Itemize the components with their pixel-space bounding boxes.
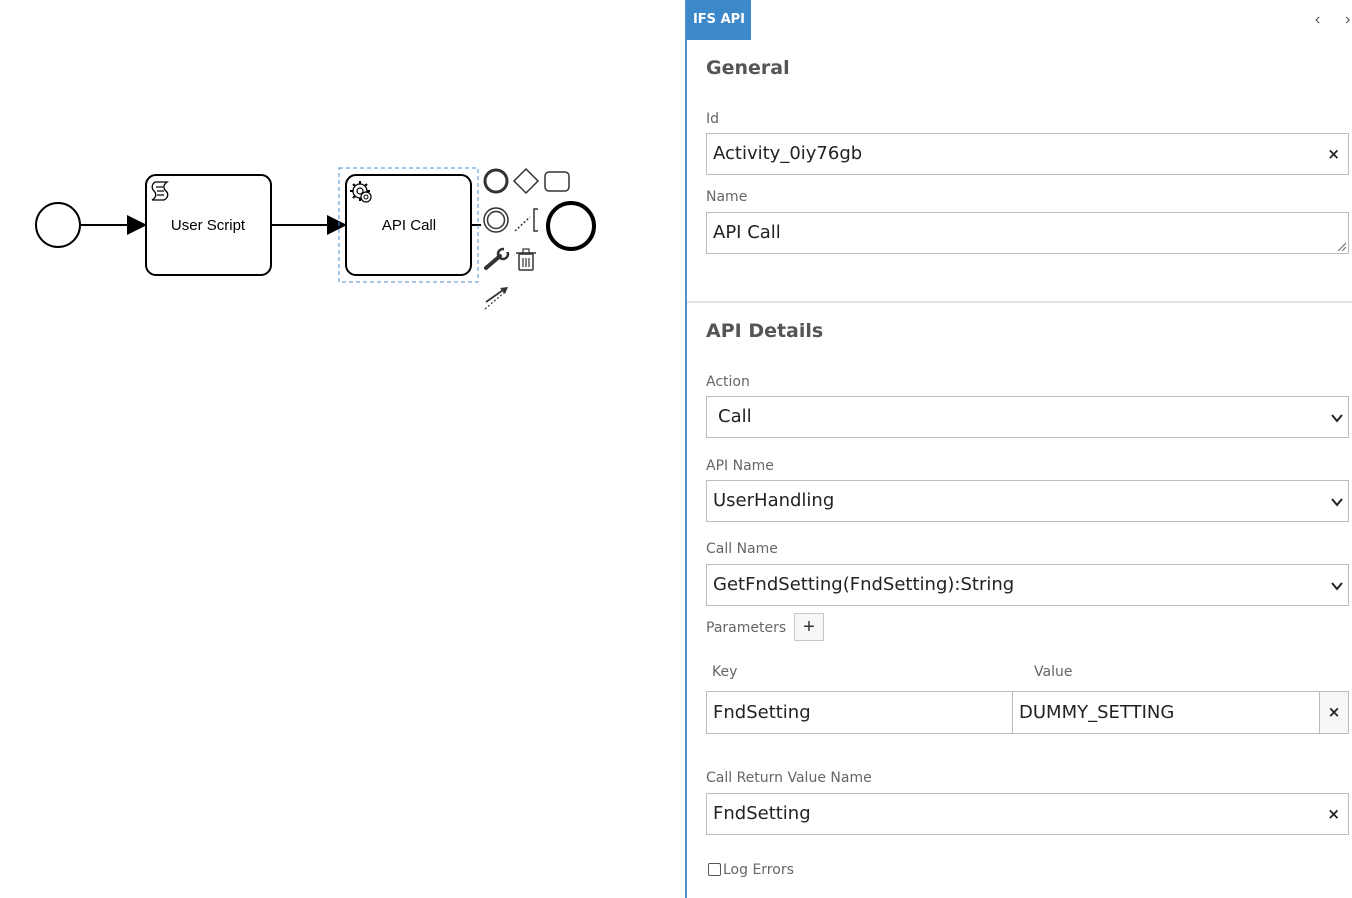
parameter-value-input[interactable]: DUMMY_SETTING: [1012, 691, 1320, 734]
chevron-down-icon: [1331, 498, 1343, 507]
log-errors-checkbox[interactable]: [708, 863, 721, 876]
trash-icon[interactable]: [516, 248, 536, 271]
annotation-icon[interactable]: [514, 208, 538, 232]
clear-id-icon[interactable]: ×: [1327, 145, 1340, 163]
gateway-icon[interactable]: [512, 167, 540, 195]
start-event[interactable]: [35, 202, 81, 248]
panel-nav-prev-icon[interactable]: ‹: [1315, 11, 1321, 28]
task-api-call[interactable]: API Call: [338, 167, 479, 283]
call-name-label: Call Name: [706, 541, 778, 557]
log-errors-label[interactable]: Log Errors: [723, 862, 794, 878]
api-name-select[interactable]: UserHandling: [706, 480, 1349, 522]
name-label: Name: [706, 189, 748, 205]
return-value-label: Call Return Value Name: [706, 770, 872, 786]
task-icon[interactable]: [544, 171, 570, 192]
task-label: User Script: [171, 217, 246, 234]
action-selected-value: Call: [718, 406, 752, 427]
diagram-canvas[interactable]: User Script API Call: [0, 0, 686, 898]
end-event-icon[interactable]: [483, 168, 509, 194]
remove-parameter-button[interactable]: ×: [1319, 691, 1349, 734]
id-value: Activity_0iy76gb: [713, 143, 863, 164]
panel-nav-next-icon[interactable]: ›: [1345, 11, 1351, 28]
properties-panel: IFS API ‹ › General Id Activity_0iy76gb …: [685, 0, 1352, 898]
return-value-field[interactable]: FndSetting ×: [706, 793, 1349, 835]
name-field[interactable]: API Call: [706, 212, 1349, 254]
end-event[interactable]: [546, 201, 596, 251]
call-name-select[interactable]: GetFndSetting(FndSetting):String: [706, 564, 1349, 606]
add-parameter-button[interactable]: +: [794, 613, 824, 641]
parameters-label: Parameters: [706, 620, 787, 636]
task-label: API Call: [382, 217, 436, 234]
section-divider: [687, 301, 1352, 303]
connect-icon[interactable]: [484, 287, 508, 310]
gear-icon: [350, 181, 372, 203]
context-pad: [483, 167, 570, 310]
return-value-text: FndSetting: [713, 803, 811, 824]
bpmn-diagram[interactable]: User Script API Call: [0, 0, 686, 898]
section-general-title: General: [706, 57, 790, 79]
section-api-details-title: API Details: [706, 320, 824, 342]
clear-return-value-icon[interactable]: ×: [1327, 805, 1340, 823]
call-name-selected-value: GetFndSetting(FndSetting):String: [713, 574, 1015, 595]
key-column-header: Key: [712, 664, 738, 680]
intermediate-event-icon[interactable]: [483, 207, 509, 233]
id-field[interactable]: Activity_0iy76gb ×: [706, 133, 1349, 175]
api-name-selected-value: UserHandling: [713, 490, 835, 511]
action-select[interactable]: Call: [706, 396, 1349, 438]
name-value: API Call: [713, 222, 781, 243]
selection-outline: [338, 167, 479, 283]
action-label: Action: [706, 374, 750, 390]
value-column-header: Value: [1034, 664, 1073, 680]
task-user-script[interactable]: User Script: [145, 174, 272, 276]
script-icon: [151, 181, 169, 201]
api-name-label: API Name: [706, 458, 774, 474]
chevron-down-icon: [1331, 582, 1343, 591]
parameter-key-input[interactable]: FndSetting: [706, 691, 1013, 734]
tab-ifs-api[interactable]: IFS API: [687, 0, 751, 40]
id-label: Id: [706, 111, 720, 127]
chevron-down-icon: [1331, 414, 1343, 423]
wrench-icon[interactable]: [484, 247, 510, 270]
resize-handle-icon[interactable]: [1336, 241, 1346, 251]
